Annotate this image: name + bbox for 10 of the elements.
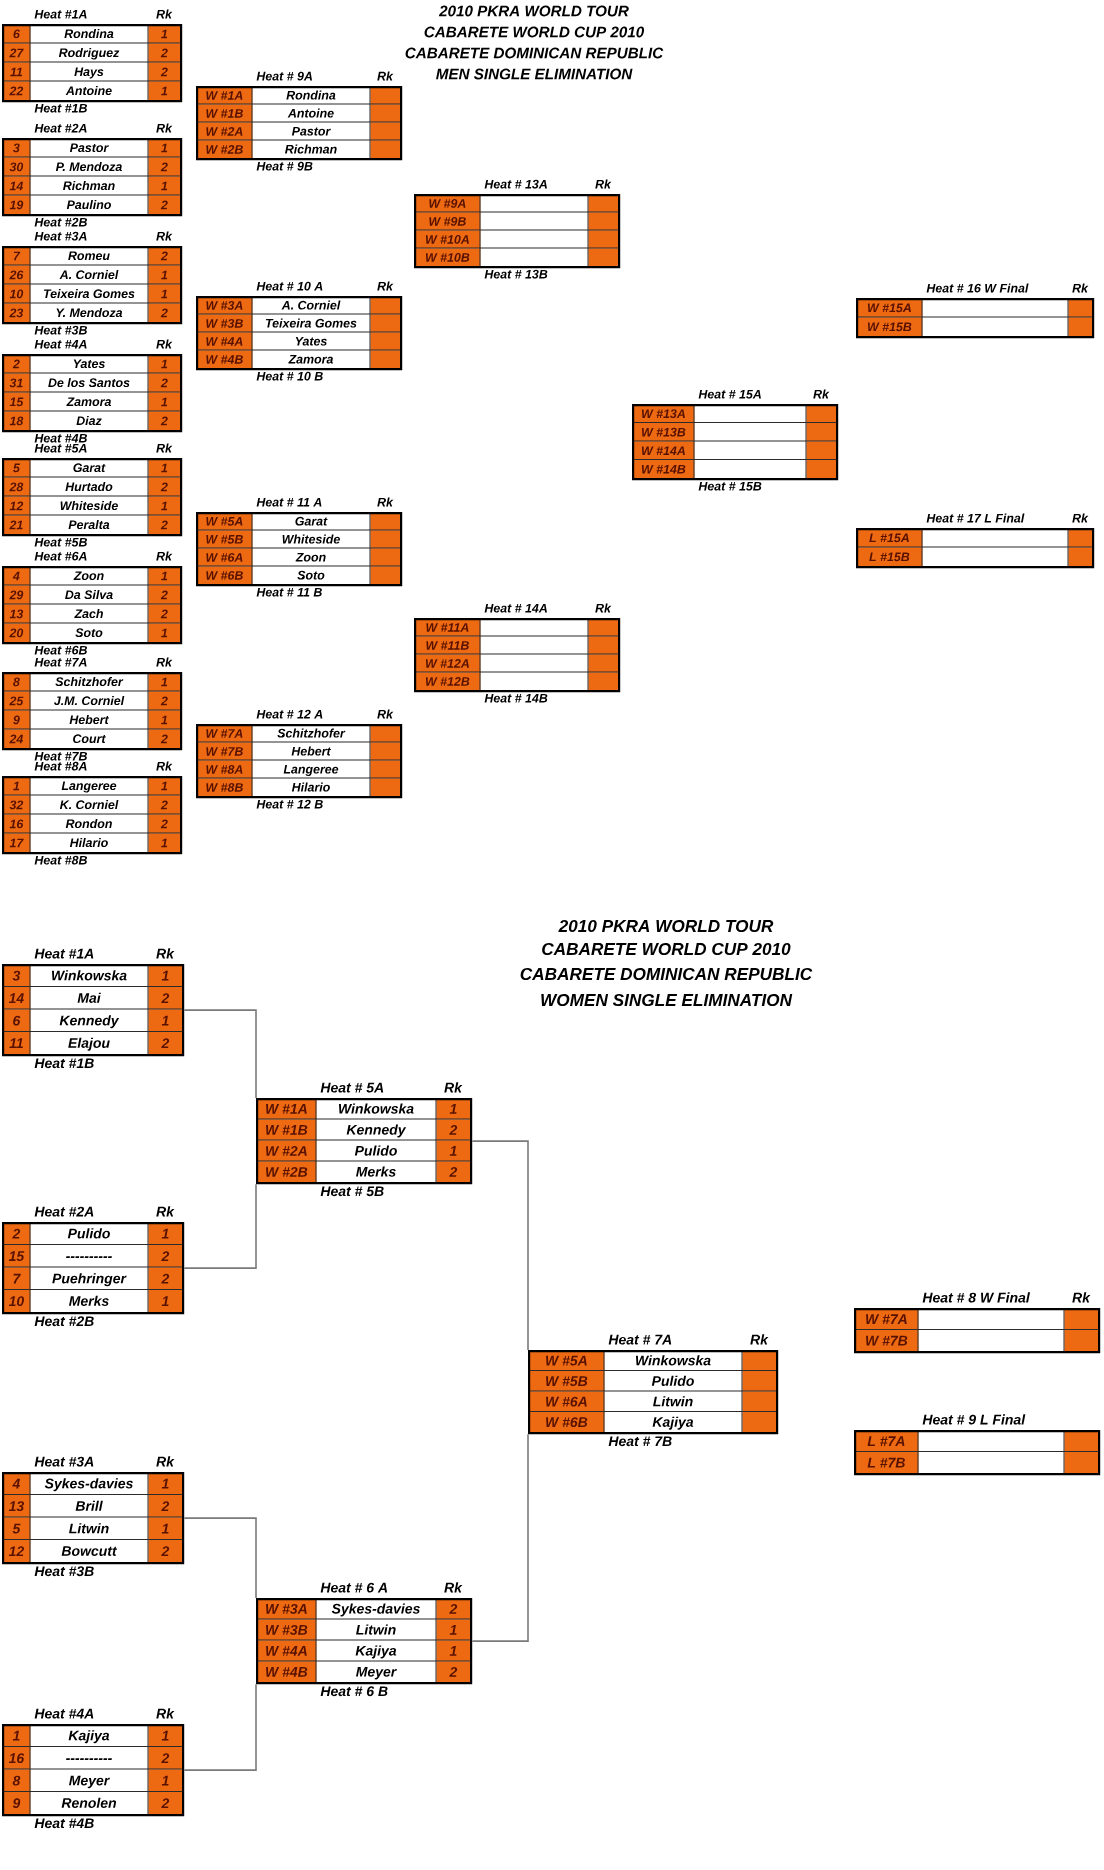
connector-line [183, 1009, 257, 1099]
title-line: CABARETE WORLD CUP 2010 [542, 942, 791, 956]
connector-line [471, 1140, 529, 1351]
title-line: CABARETE DOMINICAN REPUBLIC [520, 967, 813, 981]
title-line: WOMEN SINGLE ELIMINATION [541, 993, 793, 1007]
connector-line [183, 1517, 257, 1599]
connector-line [471, 1433, 529, 1642]
title-line: 2010 PKRA WORLD TOUR [558, 919, 774, 933]
connector-line [183, 1683, 257, 1771]
connector-line [183, 1183, 257, 1269]
